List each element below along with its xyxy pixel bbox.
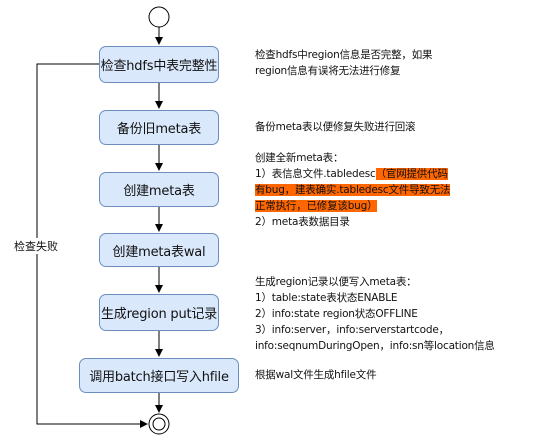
note-create-line-1: 1）表信息文件.tabledesc（官网提供代码	[255, 166, 450, 182]
note-check-line-2: region信息有误将无法进行修复	[255, 65, 401, 77]
step-backup-meta: 备份旧meta表	[99, 110, 219, 145]
note-batch-write: 根据wal文件生成hfile文件	[255, 367, 377, 383]
start-node	[148, 6, 170, 28]
note-create-line-3: 正常执行，已修复该bug）	[255, 198, 450, 214]
note-gen-put-line-5: info:seqnumDuringOpen，info:sn等location信息	[255, 340, 495, 352]
note-backup-line: 备份meta表以便修复失败进行回滚	[255, 121, 416, 133]
note-gen-put-line-4: 3）info:server，info:serverstartcode，	[255, 324, 449, 336]
step-batch-write-hfile: 调用batch接口写入hfile	[79, 358, 239, 393]
note-check: 检查hdfs中region信息是否完整，如果 region信息有误将无法进行修复	[255, 47, 432, 79]
step-create-meta: 创建meta表	[99, 172, 219, 207]
note-create-highlight-2: 有bug，建表确实.tabledesc文件导致无法	[255, 184, 451, 196]
note-check-line-1: 检查hdfs中region信息是否完整，如果	[255, 49, 433, 61]
step-create-meta-wal: 创建meta表wal	[99, 233, 219, 267]
note-gen-put-line-2: 1）table:state表状态ENABLE	[255, 292, 398, 304]
failure-label: 检查失败	[13, 238, 59, 254]
note-gen-put-line-3: 2）info:state region状态OFFLINE	[255, 308, 418, 320]
note-create-highlight-3: 正常执行，已修复该bug）	[255, 200, 378, 212]
note-create-line-2: 有bug，建表确实.tabledesc文件导致无法	[255, 182, 450, 198]
note-gen-put: 生成region记录以便写入meta表： 1）table:state表状态ENA…	[255, 274, 495, 354]
note-gen-put-line-1: 生成region记录以便写入meta表：	[255, 276, 417, 288]
note-backup: 备份meta表以便修复失败进行回滚	[255, 119, 416, 135]
end-node-inner	[152, 417, 166, 431]
note-create-line-1-prefix: 1）表信息文件.tabledesc	[255, 168, 376, 180]
step-generate-region-put: 生成region put记录	[99, 294, 219, 331]
step-check-hdfs: 检查hdfs中表完整性	[99, 46, 219, 83]
note-create-line-4: 2）meta表数据目录	[255, 216, 350, 228]
note-batch-write-line: 根据wal文件生成hfile文件	[255, 369, 377, 381]
note-create: 创建全新meta表： 1）表信息文件.tabledesc（官网提供代码 有bug…	[255, 150, 450, 230]
note-create-highlight-1: （官网提供代码	[375, 168, 448, 180]
note-create-title: 创建全新meta表：	[255, 152, 344, 164]
